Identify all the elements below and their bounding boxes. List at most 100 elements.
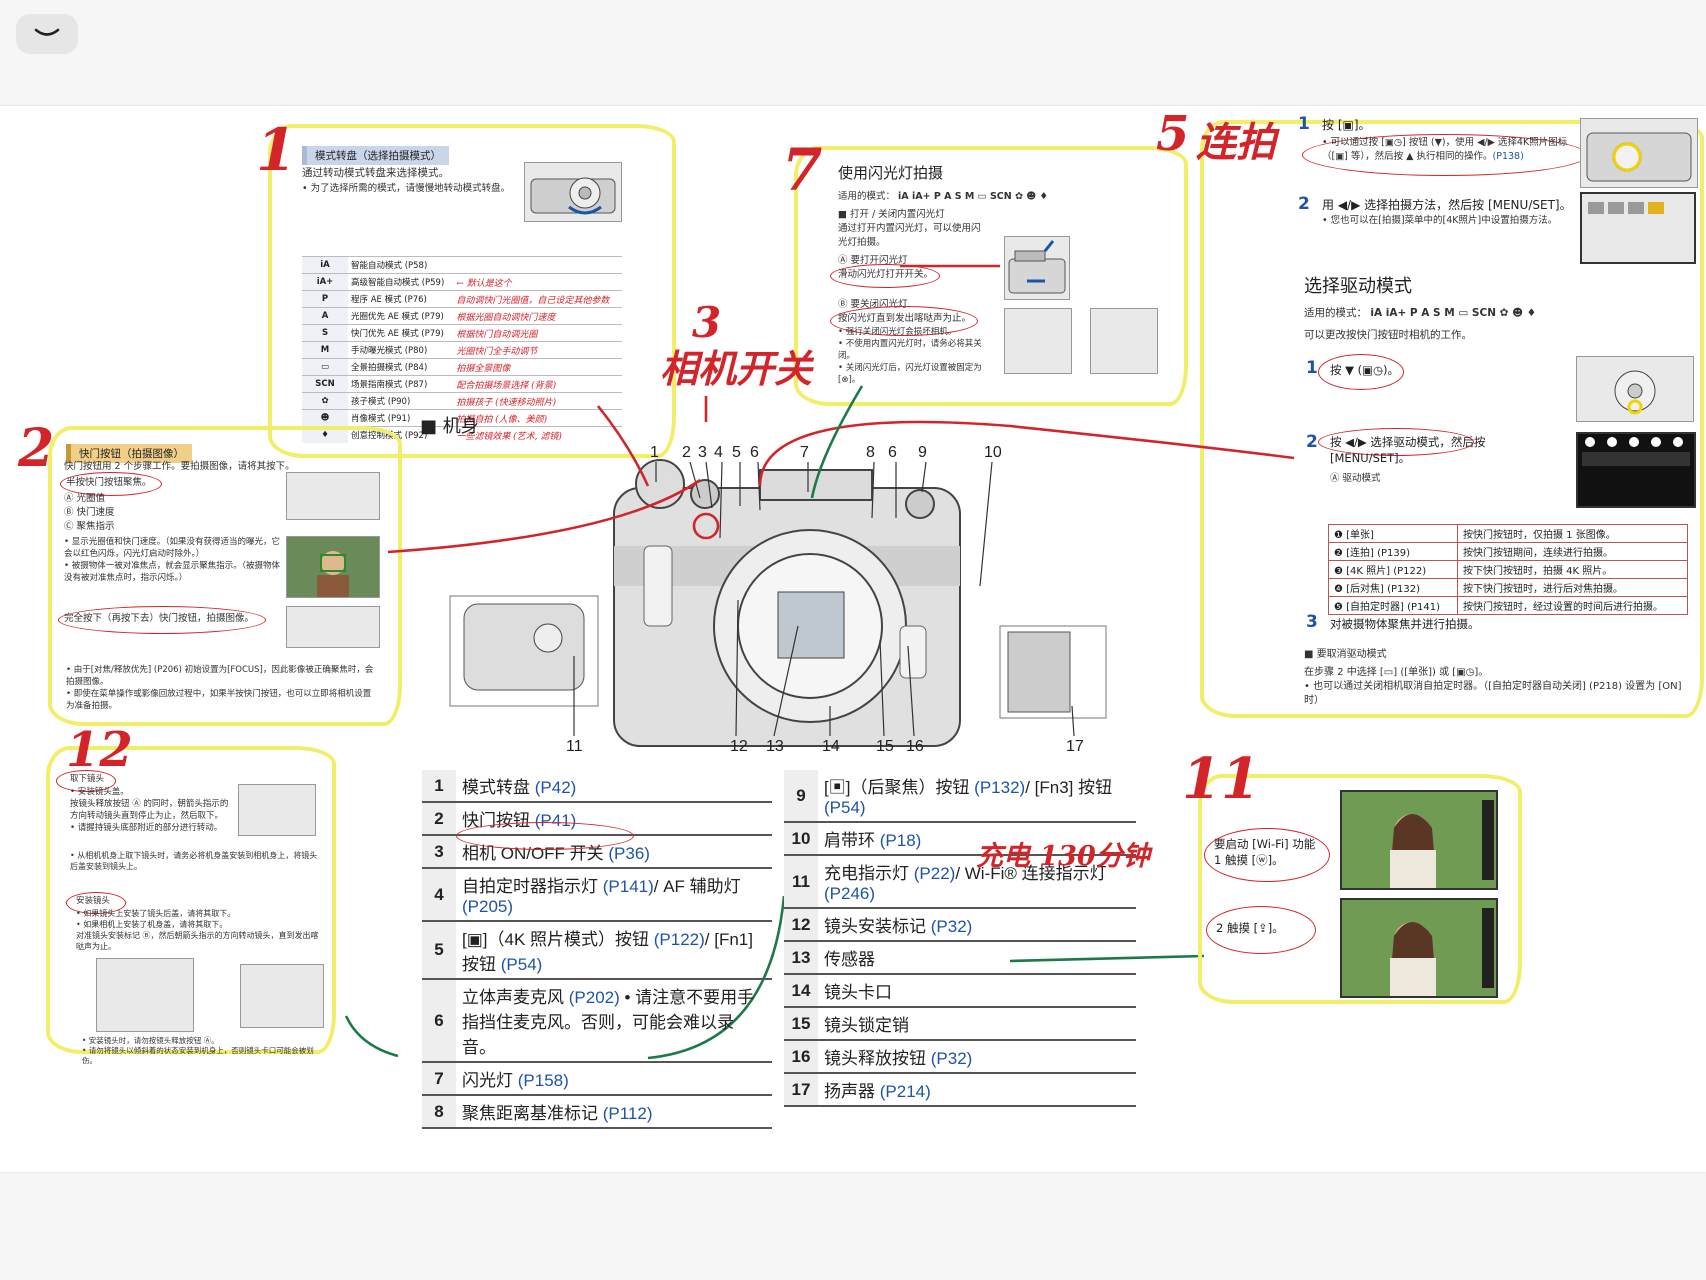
drive-mode-name: ❺ [自拍定时器] (P141) bbox=[1328, 596, 1458, 615]
mode-symbol: iA+ bbox=[302, 273, 348, 291]
mode-symbol: P bbox=[302, 290, 348, 308]
wifi-screen-2 bbox=[1340, 898, 1498, 998]
wifi-screen-1 bbox=[1340, 790, 1498, 890]
flash-open-label: Ⓐ 要打开闪光灯 bbox=[838, 255, 908, 266]
drive-mode-title: 选择驱动模式 bbox=[1304, 276, 1412, 297]
viewer-toolbar bbox=[0, 0, 1706, 104]
flash-open-oval bbox=[830, 264, 940, 288]
annotation-number-5: 5 bbox=[1156, 106, 1190, 162]
drive-mode-row: ❷ [连拍] (P139)按快门按钮期间，连续进行拍摄。 bbox=[1328, 542, 1688, 561]
callout-number: 8 bbox=[866, 444, 875, 461]
mode-symbol: M bbox=[302, 341, 348, 359]
cancel-drive-text-1: 在步骤 2 中选择 [▭] ([单张]) 或 [▣◷]。 bbox=[1304, 667, 1489, 678]
full-press-image bbox=[286, 606, 380, 648]
flash-title: 使用闪光灯拍摄 bbox=[838, 164, 944, 182]
highlight-frame-5 bbox=[1200, 120, 1704, 718]
drive-mode-description: 按快门按钮时，经过设置的时间后进行拍摄。 bbox=[1457, 596, 1688, 615]
mode-annotation: 光圈快门全手动调节 bbox=[453, 341, 622, 359]
drive-step-1-number: 1 bbox=[1306, 358, 1318, 378]
drive-mode-name: ❹ [后对焦] (P132) bbox=[1328, 578, 1458, 597]
flash-open-close-heading: ■ 打开 / 关闭内置闪光灯 bbox=[838, 209, 945, 220]
step-2-subtext: • 您也可以在[拍摄]菜单中的[4K照片]中设置拍摄方法。 bbox=[1322, 215, 1558, 226]
mode-annotation: ← 默认是这个 bbox=[453, 273, 622, 291]
collapse-button[interactable] bbox=[16, 14, 78, 54]
annotation-number-11: 11 bbox=[1182, 746, 1260, 812]
attach-lens-notes: • 安装镜头时，请勿按镜头释放按钮 Ⓐ。• 请勿将镜头以倾斜着的状态安装到机身上… bbox=[82, 1036, 314, 1065]
part-label: 模式转盘 (P42) bbox=[456, 770, 772, 803]
flash-open-image bbox=[1004, 236, 1070, 300]
remove-lens-text: • 安装镜头盖。按镜头释放按钮 Ⓐ 的同时，朝箭头指示的方向转动镜头直到停止为止… bbox=[70, 787, 229, 833]
mode-symbol: SCN bbox=[302, 375, 348, 393]
part-number: 3 bbox=[422, 835, 456, 869]
mode-annotation: 自动调快门光圈值，自己设定其他参数 bbox=[453, 290, 622, 308]
part-number: 10 bbox=[784, 822, 818, 856]
portrait-preview-icon bbox=[317, 551, 349, 597]
part-label: 传感器 bbox=[818, 941, 1136, 975]
part-number: 8 bbox=[422, 1095, 456, 1129]
part-label: 镜头锁定销 bbox=[818, 1007, 1136, 1041]
half-press-oval bbox=[60, 472, 162, 496]
callout-number: 9 bbox=[918, 444, 927, 461]
drive-step-2-oval bbox=[1318, 428, 1474, 456]
part-number: 9 bbox=[784, 770, 818, 823]
drive-step-1-oval bbox=[1318, 354, 1404, 390]
part-number: 13 bbox=[784, 941, 818, 975]
part-number: 17 bbox=[784, 1073, 818, 1107]
mode-label: 孩子模式 (P90) bbox=[348, 392, 454, 410]
highlight-frame-11 bbox=[1198, 774, 1522, 1004]
callout-number: 14 bbox=[822, 738, 840, 755]
mode-dial-image bbox=[524, 162, 622, 222]
shutter-intro: 快门按钮用 2 个步骤工作。要拍摄图像，请将其按下。 bbox=[64, 461, 295, 472]
drive-mode-row: ❶ [单张]按快门按钮时，仅拍摄 1 张图像。 bbox=[1328, 524, 1688, 543]
part-number: 5 bbox=[422, 921, 456, 980]
wifi-step-1-oval bbox=[1204, 828, 1330, 882]
camera-top-icon bbox=[530, 177, 616, 215]
part-label: 镜头安装标记 (P32) bbox=[818, 908, 1136, 942]
wifi-step-2-oval bbox=[1206, 906, 1316, 954]
mode-symbol: A bbox=[302, 307, 348, 325]
part-label: 充电指示灯 (P22)/ Wi-Fi® 连接指示灯 (P246) bbox=[818, 855, 1136, 909]
attach-lens-heading: 安装镜头 bbox=[76, 896, 111, 906]
drive-step-2-text: 按 ◀/▶ 选择驱动模式，然后按 [MENU/SET]。 bbox=[1330, 435, 1486, 465]
4k-menu-screen bbox=[1580, 192, 1696, 264]
drive-mode-description: 按快门按钮期间，连续进行拍摄。 bbox=[1457, 542, 1688, 561]
drive-mode-name: ❷ [连拍] (P139) bbox=[1328, 542, 1458, 561]
highlight-frame-12 bbox=[46, 746, 336, 1054]
power-switch-oval bbox=[456, 822, 634, 850]
part-label: 聚焦距离基准标记 (P112) bbox=[456, 1095, 772, 1129]
part-label: 镜头释放按钮 (P32) bbox=[818, 1040, 1136, 1074]
mode-label: 光圈优先 AE 模式 (P79) bbox=[348, 307, 454, 325]
drive-applicable: 适用的模式： iA iA+ P A S M ▭ SCN ✿ ☻ ♦ bbox=[1304, 307, 1537, 319]
drive-mode-row: ❹ [后对焦] (P132)按下快门按钮时，进行后对焦拍摄。 bbox=[1328, 578, 1688, 597]
drive-step-2-number: 2 bbox=[1306, 432, 1318, 452]
chevron-down-icon bbox=[34, 28, 60, 36]
attach-lens-image-2 bbox=[240, 964, 324, 1028]
part-label: [▣]（4K 照片模式）按钮 (P122)/ [Fn1] 按钮 (P54) bbox=[456, 921, 772, 980]
mode-row: ▭全景拍摄模式 (P84)拍摄全景图像 bbox=[302, 358, 622, 376]
flash-close-image-1 bbox=[1004, 308, 1072, 374]
mode-label: 高级智能自动模式 (P59) bbox=[348, 273, 454, 291]
part-label: 扬声器 (P214) bbox=[818, 1073, 1136, 1107]
step-1-text: 按 [▣]。 bbox=[1322, 118, 1371, 132]
callout-number: 12 bbox=[730, 738, 748, 755]
flash-close-label: Ⓑ 要关闭闪光灯 bbox=[838, 299, 908, 310]
mode-dial-text: 通过转动模式转盘来选择模式。 bbox=[302, 167, 449, 179]
callout-number: 10 bbox=[984, 444, 1002, 461]
focus-preview-image bbox=[286, 536, 380, 598]
camera-top-icon bbox=[1586, 132, 1692, 182]
drive-mode-description: 按下快门按钮时，进行后对焦拍摄。 bbox=[1457, 578, 1688, 597]
flash-pop-icon bbox=[1008, 240, 1066, 294]
part-row: 9[▣]（后聚焦）按钮 (P132)/ [Fn3] 按钮 (P54) bbox=[784, 770, 1136, 823]
mode-row: iA+高级智能自动模式 (P59)← 默认是这个 bbox=[302, 273, 622, 291]
mode-annotation: 根据光圈自动调快门速度 bbox=[453, 307, 622, 325]
callout-number: 16 bbox=[906, 738, 924, 755]
part-number: 16 bbox=[784, 1040, 818, 1074]
